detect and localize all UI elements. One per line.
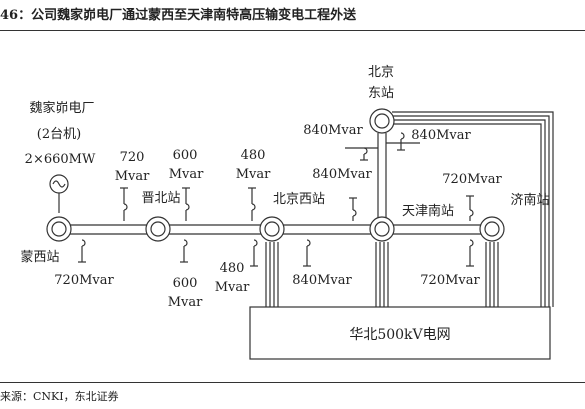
station-mengxi-icon xyxy=(46,216,72,242)
comp-bjwest-above-num: 480 xyxy=(241,148,266,163)
title-divider xyxy=(0,30,585,31)
comp-bjeast-left: 840Mvar xyxy=(303,123,363,138)
figure-title: 46：公司魏家峁电厂通过蒙西至天津南特高压输变电工程外送 xyxy=(0,8,357,23)
reactor-icon xyxy=(303,239,311,267)
station-bjwest-label: 北京西站 xyxy=(273,192,325,207)
station-jinbei-label: 晋北站 xyxy=(141,191,180,206)
plant-units: (2台机) xyxy=(37,127,81,142)
station-mengxi-label: 蒙西站 xyxy=(20,250,59,265)
reactor-icon xyxy=(182,187,190,221)
reactor-icon xyxy=(349,197,357,221)
comp-jinbei-below-num: 600 xyxy=(173,276,198,291)
source-note: 来源：CNKI，东北证券 xyxy=(0,390,119,403)
station-jinan-icon xyxy=(479,216,505,242)
comp-bjwest-below-unit: Mvar xyxy=(215,280,250,295)
reactor-icon xyxy=(466,239,474,267)
plant-capacity: 2×660MW xyxy=(25,152,96,167)
station-bjeast-label-2: 东站 xyxy=(368,86,394,101)
station-bjeast-icon xyxy=(369,108,395,134)
comp-jinbei-above-num: 720 xyxy=(120,150,145,165)
comp-jinbei-above2-num: 600 xyxy=(173,148,198,163)
bjwest-grid-line xyxy=(265,242,279,307)
reactor-icon xyxy=(78,239,86,263)
comp-jinbei-below-unit: Mvar xyxy=(168,295,203,310)
jinan-grid-line xyxy=(485,242,499,307)
comp-jinbei-above-unit: Mvar xyxy=(115,169,150,184)
comp-jinbei-above2-unit: Mvar xyxy=(169,167,204,182)
footer-divider xyxy=(0,382,585,383)
reactor-icon xyxy=(120,187,128,221)
station-bjwest-icon xyxy=(259,216,285,242)
comp-bjeast-right: 840Mvar xyxy=(411,128,471,143)
station-jinan-label: 济南站 xyxy=(510,192,549,208)
comp-bjwest-below-num: 480 xyxy=(220,261,245,276)
comp-tianjin-above: 840Mvar xyxy=(312,167,372,182)
transmission-diagram: 华北500kV电网 xyxy=(20,65,554,360)
reactor-icon xyxy=(386,132,420,151)
comp-mengxi: 720Mvar xyxy=(54,273,114,288)
generator-icon xyxy=(49,174,69,213)
grid-box xyxy=(249,306,551,360)
reactor-icon xyxy=(345,147,378,161)
station-tianjin-icon xyxy=(369,216,395,242)
station-tianjin-label: 天津南站 xyxy=(402,203,454,219)
comp-bjwest-right: 840Mvar xyxy=(292,273,352,288)
plant-name: 魏家峁电厂 xyxy=(29,100,94,116)
station-jinbei-icon xyxy=(145,216,171,242)
grid-box-label: 华北500kV电网 xyxy=(349,327,450,343)
comp-jinan-above: 720Mvar xyxy=(442,172,502,187)
station-bjeast-label-1: 北京 xyxy=(368,65,394,80)
reactor-icon xyxy=(250,239,258,267)
bjeast-grid-line xyxy=(392,111,554,307)
comp-jinan-below: 720Mvar xyxy=(420,273,480,288)
tianjin-grid-line xyxy=(375,242,389,307)
bjeast-tianjin-line xyxy=(377,133,387,221)
reactor-icon xyxy=(466,195,474,221)
reactor-icon xyxy=(180,239,188,263)
reactor-icon xyxy=(248,187,256,221)
comp-bjwest-above-unit: Mvar xyxy=(236,167,271,182)
